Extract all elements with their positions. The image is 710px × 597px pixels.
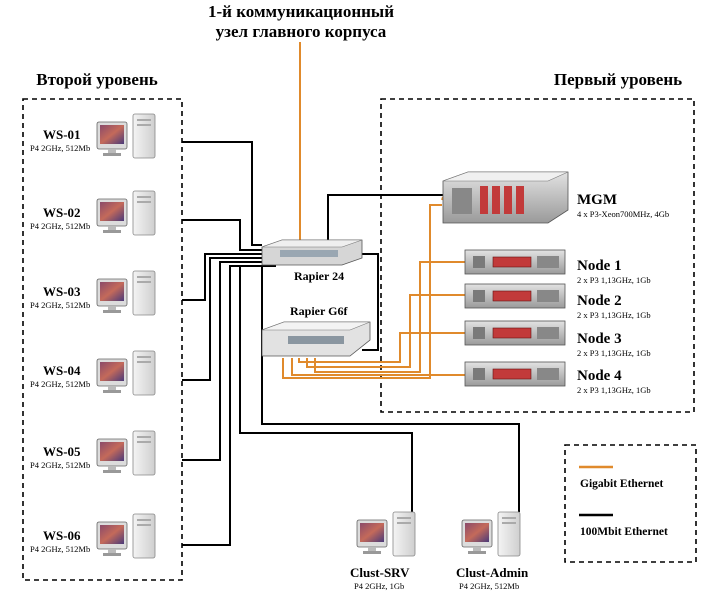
node-3-name: Node 3 — [577, 331, 622, 347]
rapier24-switch: Rapier 24 — [261, 239, 363, 283]
legend-gigabit-label: Gigabit Ethernet — [580, 478, 664, 490]
mgm-spec: 4 x P3-Xeon700MHz, 4Gb — [577, 209, 669, 219]
ws-05-icon — [96, 430, 156, 476]
ws-02: WS-02 P4 2GHz, 512Mb — [30, 190, 156, 236]
rapierg6f-switch: Rapier G6f — [261, 304, 371, 357]
node-2-spec: 2 x P3 1,13GHz, 1Gb — [577, 310, 651, 320]
ws-04: WS-04 P4 2GHz, 512Mb — [30, 350, 156, 396]
ws-02-spec: P4 2GHz, 512Mb — [30, 221, 90, 231]
level1-box — [380, 98, 695, 413]
clust-srv-spec: P4 2GHz, 1Gb — [354, 581, 404, 591]
clust-admin-name: Clust-Admin — [456, 565, 529, 580]
top-label-line1: 1-й коммуникационный — [208, 2, 394, 21]
level1-title: Первый уровень — [554, 70, 682, 89]
ws-03: WS-03 P4 2GHz, 512Mb — [30, 270, 156, 316]
ws-04-name: WS-04 — [43, 363, 81, 378]
clust-admin-icon — [461, 511, 521, 557]
top-label-line2: узел главного корпуса — [216, 22, 387, 41]
legend-box — [564, 444, 697, 563]
rapierg6f-label: Rapier G6f — [290, 304, 348, 318]
ws-01-icon — [96, 113, 156, 159]
node-1-name: Node 1 — [577, 258, 622, 274]
clust-srv-name: Clust-SRV — [350, 565, 410, 580]
node-4: Node 4 2 x P3 1,13GHz, 1Gb — [464, 361, 651, 395]
mgm-server: MGM 4 x P3-Xeon700MHz, 4Gb — [442, 171, 669, 224]
level2-box — [22, 98, 183, 581]
level2-title: Второй уровень — [36, 70, 158, 89]
ws-06: WS-06 P4 2GHz, 512Mb — [30, 513, 156, 559]
ws-06-name: WS-06 — [43, 528, 81, 543]
node-1: Node 1 2 x P3 1,13GHz, 1Gb — [464, 249, 651, 285]
ws-02-name: WS-02 — [43, 205, 81, 220]
legend: Gigabit Ethernet 100Mbit Ethernet — [579, 465, 668, 538]
mgm-name: MGM — [577, 192, 617, 208]
ws-06-icon — [96, 513, 156, 559]
ws-02-icon — [96, 190, 156, 236]
ws-04-icon — [96, 350, 156, 396]
clust-srv: Clust-SRV P4 2GHz, 1Gb — [350, 511, 416, 591]
ws-03-icon — [96, 270, 156, 316]
ws-04-spec: P4 2GHz, 512Mb — [30, 379, 90, 389]
node-3: Node 3 2 x P3 1,13GHz, 1Gb — [464, 320, 651, 358]
gigabit-links — [282, 42, 465, 379]
ws-06-spec: P4 2GHz, 512Mb — [30, 544, 90, 554]
node-4-name: Node 4 — [577, 368, 622, 384]
ws-03-spec: P4 2GHz, 512Mb — [30, 300, 90, 310]
clust-admin-spec: P4 2GHz, 512Mb — [459, 581, 519, 591]
ws-05-spec: P4 2GHz, 512Mb — [30, 460, 90, 470]
clust-srv-icon — [356, 511, 416, 557]
ws-01-name: WS-01 — [43, 127, 81, 142]
node-3-spec: 2 x P3 1,13GHz, 1Gb — [577, 348, 651, 358]
ws-05: WS-05 P4 2GHz, 512Mb — [30, 430, 156, 476]
clust-admin: Clust-Admin P4 2GHz, 512Mb — [456, 511, 529, 591]
node-1-spec: 2 x P3 1,13GHz, 1Gb — [577, 275, 651, 285]
legend-fast-label: 100Mbit Ethernet — [580, 526, 668, 538]
rapier24-label: Rapier 24 — [294, 269, 344, 283]
ws-03-name: WS-03 — [43, 284, 81, 299]
fast-links — [182, 141, 520, 546]
ws-01: WS-01 P4 2GHz, 512Mb — [30, 113, 156, 159]
ws-05-name: WS-05 — [43, 444, 81, 459]
ws-01-spec: P4 2GHz, 512Mb — [30, 143, 90, 153]
node-2: Node 2 2 x P3 1,13GHz, 1Gb — [464, 283, 651, 320]
node-2-name: Node 2 — [577, 293, 622, 309]
node-4-spec: 2 x P3 1,13GHz, 1Gb — [577, 385, 651, 395]
